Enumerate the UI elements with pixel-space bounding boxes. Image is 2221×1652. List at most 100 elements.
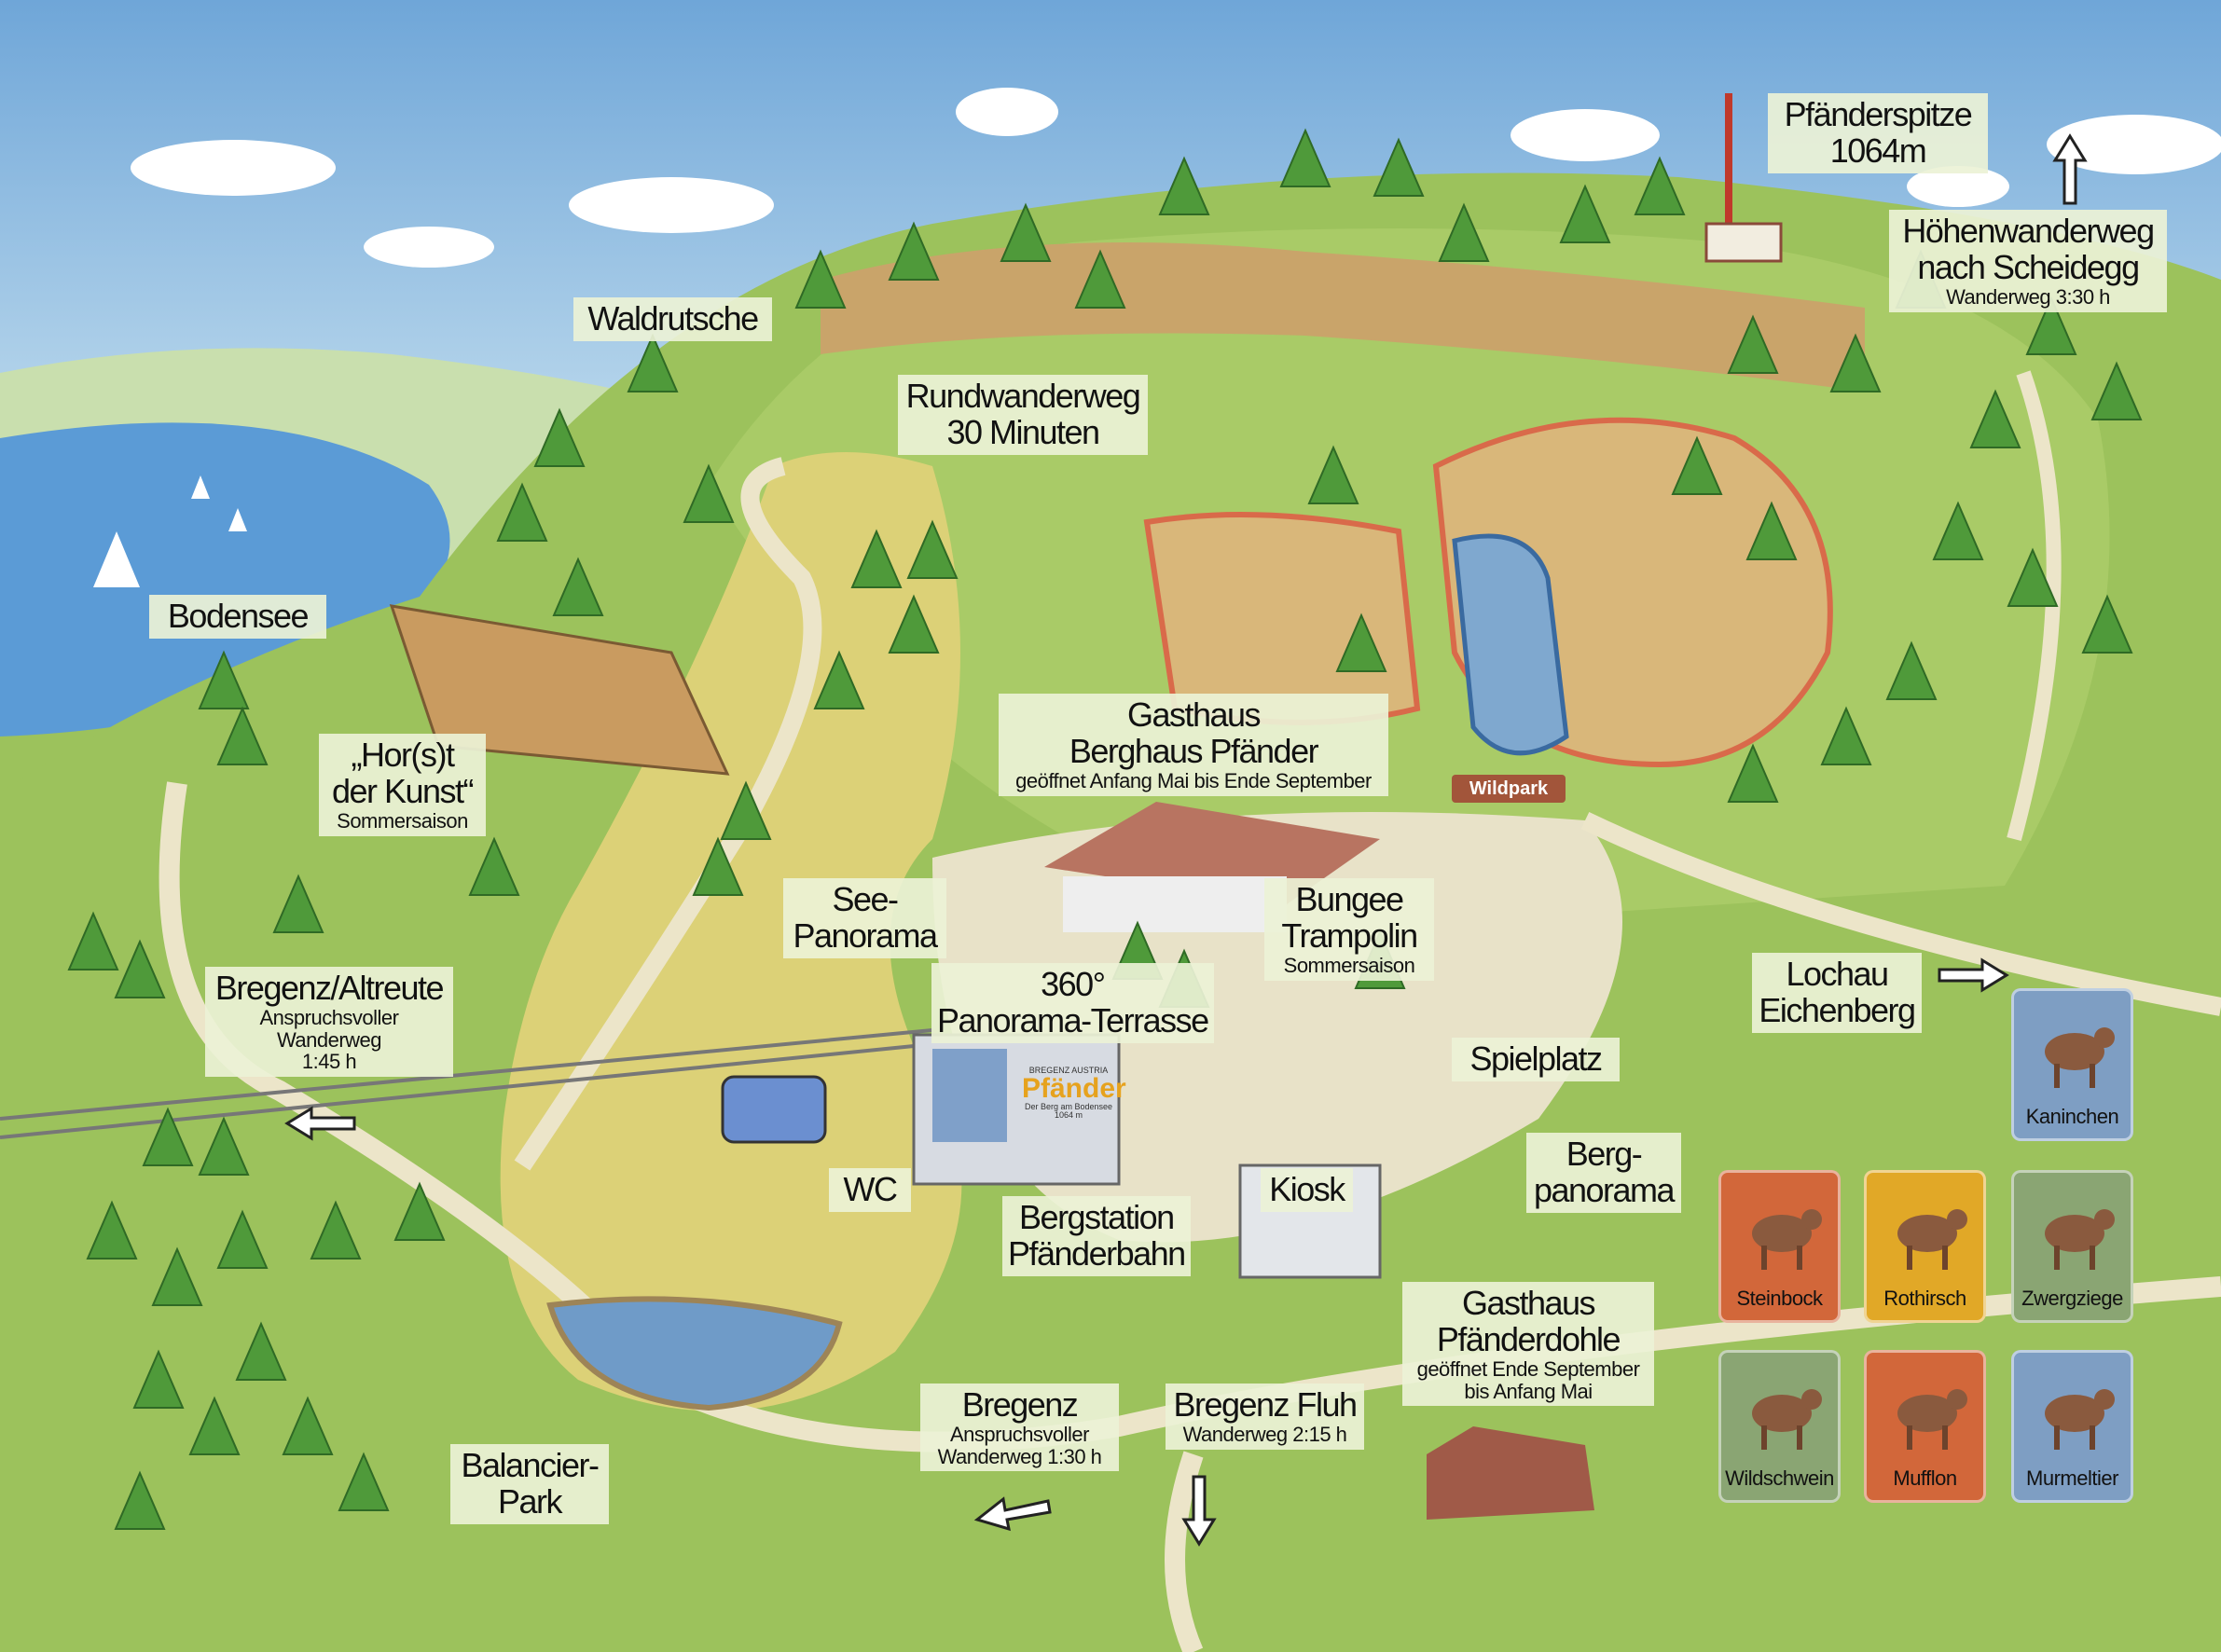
sailboats [93,475,247,587]
label-rundwanderweg[interactable]: Rundwanderweg 30 Minuten [898,375,1148,455]
label-title: WC [843,1170,898,1208]
label-hoehenwanderweg[interactable]: Höhenwanderweg nach Scheidegg Wanderweg … [1889,210,2167,312]
wildpark-sign: Wildpark [1452,775,1566,803]
path-loop [514,457,822,1171]
label-bregenz[interactable]: Bregenz Anspruchsvoller Wanderweg 1:30 h [920,1384,1119,1472]
label-title: Spielplatz [1469,1039,1603,1078]
label-difficulty: Anspruchsvoller [949,1422,1090,1446]
tree [198,650,250,709]
tree [1158,156,1210,215]
label-see-panorama: See- Panorama [783,878,946,958]
legend-tile-murmeltier: Murmeltier [2011,1350,2133,1503]
tree [310,1200,362,1260]
path-north [2007,370,2062,842]
label-title: See- [832,880,899,918]
legend-label: Zwergziege [2021,1287,2123,1310]
tree [132,1349,185,1409]
red-deer-icon [1897,1209,1967,1270]
tree [468,836,520,896]
label-panorama-terrasse: 360° Panorama-Terrasse [931,963,1214,1043]
tree [67,911,119,971]
legend-tile-kaninchen: Kaninchen [2011,988,2133,1141]
marmot-pond [546,1296,843,1411]
tree [1745,501,1798,560]
label-title: panorama [1533,1170,1676,1209]
tree [235,1321,287,1381]
label-gasthaus-berghaus: Gasthaus Berghaus Pfänder geöffnet Anfan… [999,694,1388,796]
enclosure-mouflon [1143,512,1421,725]
label-horst-der-kunst: „Hor(s)t der Kunst“ Sommersaison [319,734,486,836]
tree [216,1209,269,1269]
legend-tile-steinbock: Steinbock [1718,1170,1841,1323]
legend-tile-mufflon: Mufflon [1864,1350,1986,1503]
legend-label: Kaninchen [2025,1105,2119,1128]
label-title: Berghaus Pfänder [1069,731,1319,770]
tree [282,1396,334,1455]
label-title: Pfänderdohle [1436,1319,1621,1358]
tree [188,1396,241,1455]
label-duration: Wanderweg 1:30 h [937,1444,1102,1468]
label-title: Balancier- [461,1446,600,1484]
label-title: Pfänderbahn [1008,1233,1186,1273]
arrow-right-icon [1938,957,2009,993]
label-hours: geöffnet Anfang Mai bis Ende September [1015,768,1372,792]
label-duration: Wanderweg 3:30 h [1946,284,2110,309]
label-spielplatz: Spielplatz [1452,1038,1620,1081]
legend-label: Rothirsch [1883,1287,1966,1310]
tree [1438,202,1490,262]
label-title: Bregenz/Altreute [214,969,445,1007]
label-title: Gasthaus [1126,695,1262,734]
tree [813,650,865,709]
label-waldrutsche: Waldrutsche [573,297,772,341]
tree [114,1470,166,1530]
horst-der-kunst-stage [389,604,730,776]
label-season: Sommersaison [337,808,468,833]
rabbit-icon [2045,1027,2115,1088]
tree [142,1107,194,1166]
tree [198,1116,250,1176]
label-pfaenderspitze: Pfänderspitze 1064m [1768,93,1988,173]
tree [1727,743,1779,803]
tree [272,874,324,933]
label-title: Pfänderspitze [1784,95,1973,133]
tree [2081,594,2133,654]
label-title: Bungee [1295,880,1404,918]
label-bodensee: Bodensee [149,595,326,639]
tree [850,529,903,588]
tree [1885,640,1938,700]
label-lochau-eichenberg[interactable]: Lochau Eichenberg [1752,953,1922,1033]
tree [496,482,548,542]
tree [906,519,959,579]
pfaender-logo: BREGENZ AUSTRIA Pfänder Der Berg am Bode… [1022,1066,1126,1120]
legend-label: Wildschwein [1725,1466,1834,1490]
label-bregenz-fluh[interactable]: Bregenz Fluh Wanderweg 2:15 h [1166,1384,1364,1450]
tree [794,249,847,309]
label-wc: WC [829,1168,911,1212]
tree [1559,184,1611,243]
label-title: Waldrutsche [587,299,759,337]
tree [1671,435,1723,495]
logo-region: BREGENZ AUSTRIA [1028,1066,1109,1075]
tree [627,333,679,392]
forest-trees [67,128,2143,1530]
tree [1727,314,1779,374]
label-title: Eichenberg [1759,990,1916,1029]
label-title: Bergstation [1019,1198,1175,1236]
label-bregenz-altreute[interactable]: Bregenz/Altreute Anspruchsvoller Wanderw… [205,967,453,1078]
label-difficulty: Anspruchsvoller [259,1005,399,1029]
tree [552,557,604,616]
label-title: Lochau [1786,955,1889,993]
label-title: „Hor(s)t [351,736,455,774]
label-type: Wanderweg [276,1027,382,1052]
arrow-left-icon [284,1106,356,1141]
wild-boar-icon [1752,1389,1822,1450]
rabbit-pond [1452,533,1569,756]
label-bungee-trampolin: Bungee Trampolin Sommersaison [1264,878,1434,981]
transmitter-tower [1704,93,1783,263]
logo-height: 1064 m [1054,1110,1083,1120]
tree [1307,445,1359,504]
pfaenderdohle-building [1427,1426,1594,1520]
tree [1279,128,1331,187]
label-title: der Kunst“ [331,771,475,810]
label-title: Bodensee [167,597,310,635]
